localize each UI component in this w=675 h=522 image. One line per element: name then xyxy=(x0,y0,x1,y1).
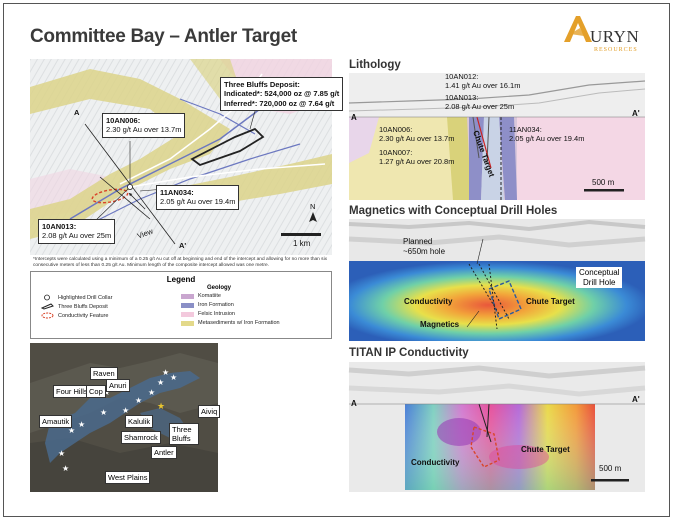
titan-svg xyxy=(348,362,646,492)
titan-scale: 500 m xyxy=(599,464,622,473)
magnetics-conductivity-label: Conductivity xyxy=(404,297,453,306)
legend-metasediments: Metasediments w/ Iron Formation xyxy=(181,320,280,326)
region-label-three-bluffs: Three Bluffs xyxy=(169,423,199,445)
region-label-kalulik: Kalulik xyxy=(125,415,154,428)
svg-text:★: ★ xyxy=(157,378,164,387)
svg-text:★: ★ xyxy=(162,368,169,377)
legend-komatiite: Komatiite xyxy=(181,293,221,299)
regional-map: ★ ★ ★ ★ ★ ★ ★ ★ ★ ★ ★ ★ ★ Raven Four Hil… xyxy=(30,343,221,492)
magnetics-chute-label: Chute Target xyxy=(526,297,575,306)
magnetics-planned-label: Planned~650m hole xyxy=(403,237,446,256)
lithology-title: Lithology xyxy=(349,59,401,71)
lithology-svg xyxy=(348,73,646,200)
region-label-west-plains: West Plains xyxy=(105,471,151,484)
svg-text:RESOURCES: RESOURCES xyxy=(594,47,638,53)
page-frame xyxy=(3,3,670,517)
region-label-amautik: Amautik xyxy=(39,415,73,428)
lithology-callout-10an013: 10AN013:2.08 g/t Au over 25m xyxy=(445,93,515,111)
legend-conductivity-feature: Conductivity Feature xyxy=(41,312,108,319)
magnetics-title: Magnetics with Conceptual Drill Holes xyxy=(349,205,558,217)
svg-text:★: ★ xyxy=(122,406,129,415)
magnetics-magnetics-label: Magnetics xyxy=(420,320,460,329)
region-label-antler: Antler xyxy=(151,446,177,459)
page-title: Committee Bay – Antler Target xyxy=(30,26,297,47)
lithology-scale: 500 m xyxy=(592,178,615,187)
svg-text:URYN: URYN xyxy=(590,27,639,46)
svg-text:★: ★ xyxy=(58,449,65,458)
titan-conductivity-label: Conductivity xyxy=(411,458,460,467)
three-bluffs-callout: Three Bluffs Deposit: Indicated*: 524,00… xyxy=(220,77,344,112)
company-logo: URYN RESOURCES xyxy=(562,12,652,54)
svg-text:★: ★ xyxy=(157,401,165,411)
section-label-a-prime: A' xyxy=(179,241,187,250)
titan-title: TITAN IP Conductivity xyxy=(349,347,469,359)
region-label-cop: Cop xyxy=(86,385,106,398)
legend-iron-formation: Iron Formation xyxy=(181,302,234,308)
svg-text:★: ★ xyxy=(100,408,107,417)
lithology-callout-10an007: 10AN007:1.27 g/t Au over 20.8m xyxy=(379,148,455,166)
titan-chute-label: Chute Target xyxy=(521,445,570,454)
titan-label-a: A xyxy=(351,399,357,408)
intercept-footnote: *Intercepts were calculated using a mini… xyxy=(33,257,328,269)
north-arrow-label: N xyxy=(310,202,316,211)
region-label-shamrock: Shamrock xyxy=(121,431,161,444)
titan-label-a-prime: A' xyxy=(632,395,640,404)
svg-text:★: ★ xyxy=(103,388,110,397)
lithology-callout-11an034: 11AN034:2.05 g/t Au over 19.4m xyxy=(509,125,585,143)
region-label-aiviq: Aiviq xyxy=(198,405,221,418)
region-label-anuri: Anuri xyxy=(106,379,130,392)
svg-text:★: ★ xyxy=(170,373,177,382)
hole-10an013-callout: 10AN013: 2.08 g/t Au over 25m xyxy=(38,219,116,244)
lithology-label-a: A xyxy=(351,113,357,122)
svg-text:★: ★ xyxy=(62,464,69,473)
main-map-scale: 1 km xyxy=(293,239,311,248)
svg-text:★: ★ xyxy=(148,388,155,397)
lithology-section: A A' 10AN012:1.41 g/t Au over 16.1m 10AN… xyxy=(348,72,646,200)
main-geology-map: A A' View Three Bluffs Deposit: Indicate… xyxy=(30,59,344,255)
svg-text:★: ★ xyxy=(135,396,142,405)
legend-geology-title: Geology xyxy=(207,285,232,291)
region-label-raven: Raven xyxy=(90,367,118,380)
lithology-label-a-prime: A' xyxy=(632,109,640,118)
legend-title: Legend xyxy=(166,275,196,284)
section-label-a: A xyxy=(74,108,80,117)
legend-felsic-intrusion: Felsic Intrusion xyxy=(181,311,235,317)
legend: Legend Highlighted Drill Collar Three Bl… xyxy=(30,271,332,339)
titan-section: A A' Conductivity Chute Target 500 m xyxy=(348,362,646,492)
svg-text:★: ★ xyxy=(68,426,75,435)
hole-10an006-callout: 10AN006: 2.30 g/t Au over 13.7m xyxy=(102,113,186,138)
hole-11an034-callout: 11AN034: 2.05 g/t Au over 19.4m xyxy=(156,185,240,210)
lithology-callout-10an012: 10AN012:1.41 g/t Au over 16.1m xyxy=(445,72,521,90)
lithology-callout-10an006: 10AN006:2.30 g/t Au over 13.7m xyxy=(379,125,455,143)
legend-highlighted-drill-collar: Highlighted Drill Collar xyxy=(41,294,112,301)
svg-text:★: ★ xyxy=(78,420,85,429)
legend-three-bluffs-deposit: Three Bluffs Deposit xyxy=(40,303,108,310)
